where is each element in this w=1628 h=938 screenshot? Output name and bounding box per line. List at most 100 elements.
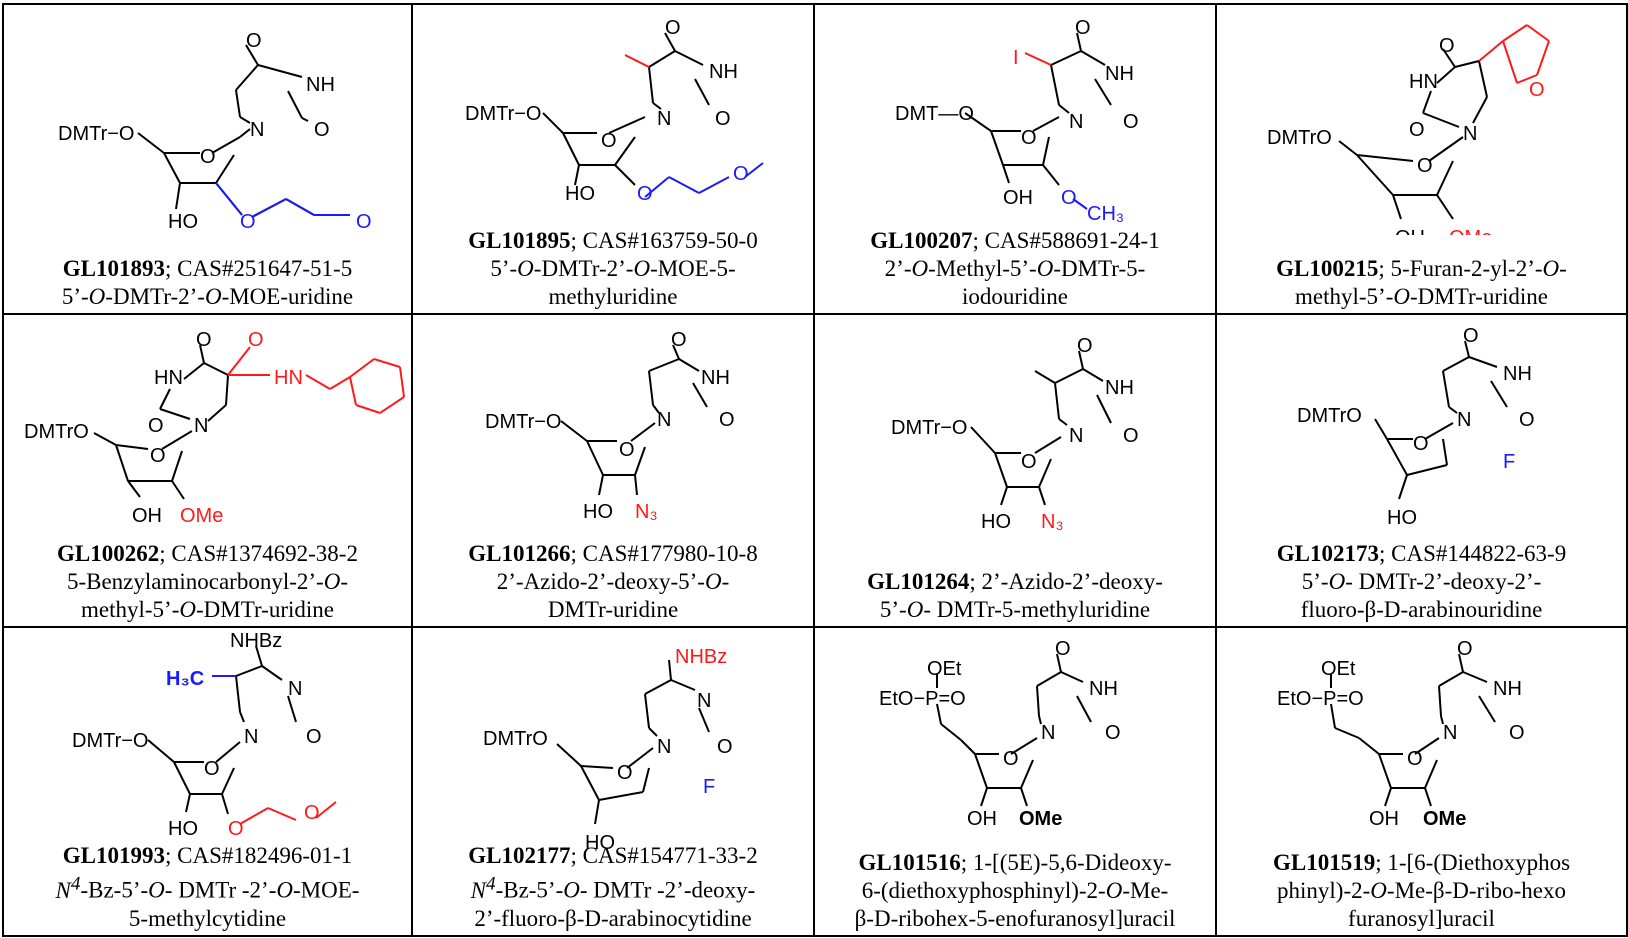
atom-label: NH xyxy=(306,74,335,96)
bond xyxy=(1428,136,1464,162)
atom-label: O xyxy=(228,818,244,840)
atom-label: HN xyxy=(274,367,303,389)
atom-label: O xyxy=(1417,155,1433,177)
atom-label: EtO−P=O xyxy=(879,688,966,710)
bond xyxy=(634,446,646,476)
compound-id: GL101519 xyxy=(1272,850,1376,875)
bond xyxy=(670,679,696,691)
compound-id: GL101993 xyxy=(62,843,166,869)
bond xyxy=(674,50,704,66)
bond xyxy=(171,450,183,482)
atom-label: HN xyxy=(1409,71,1438,93)
bond xyxy=(1454,60,1480,68)
bond xyxy=(1462,671,1488,683)
bond xyxy=(235,64,259,91)
bond-red xyxy=(329,376,351,390)
compound-caption: GL100215; 5-Furan-2-yl-2’-O-methyl-5’-O-… xyxy=(1217,255,1626,311)
bond xyxy=(221,767,235,795)
bond xyxy=(648,358,680,372)
bond xyxy=(1034,436,1062,454)
atom-label: O xyxy=(306,726,322,748)
atom-label: NH xyxy=(701,367,730,389)
atom-label: NH xyxy=(1105,63,1134,85)
bond xyxy=(1442,438,1448,466)
atom-label: N₃ xyxy=(1041,511,1064,533)
atom-label: NH xyxy=(1503,363,1532,385)
bond-red xyxy=(1502,40,1518,84)
bond xyxy=(1050,50,1082,66)
bond xyxy=(1356,154,1394,196)
bond-red xyxy=(373,358,401,368)
bond xyxy=(694,78,710,106)
bond xyxy=(115,444,129,482)
atom-label: OMe xyxy=(1423,808,1466,830)
atom-label: HO xyxy=(168,818,198,840)
bond xyxy=(614,164,636,186)
bond xyxy=(1438,671,1464,687)
bond xyxy=(698,707,710,733)
bond xyxy=(1054,368,1084,384)
bond xyxy=(1490,380,1508,408)
atom-label: OEt xyxy=(927,658,962,680)
atom-label: O xyxy=(733,163,749,185)
bond xyxy=(1080,50,1106,66)
bond xyxy=(211,136,241,154)
atom-label: DMTr−O xyxy=(465,103,541,125)
bond xyxy=(1050,64,1060,106)
atom-label: OH xyxy=(1395,227,1425,235)
bond xyxy=(1422,112,1460,128)
bond xyxy=(936,703,942,725)
atom-label: O xyxy=(246,30,262,52)
bond xyxy=(185,793,191,813)
bond xyxy=(1440,715,1444,725)
bond-red xyxy=(1502,24,1528,42)
bond-blue xyxy=(251,198,287,218)
atom-label: HO xyxy=(168,211,198,233)
bond xyxy=(652,102,662,110)
bond xyxy=(648,727,658,737)
bond xyxy=(1056,653,1062,673)
bond xyxy=(1448,406,1458,414)
bond xyxy=(239,116,251,124)
atom-label: F xyxy=(1503,451,1515,473)
bond xyxy=(1058,418,1068,426)
bond xyxy=(1386,438,1408,476)
bond xyxy=(239,711,245,723)
bond-red xyxy=(1536,40,1550,76)
atom-label: N xyxy=(1041,722,1055,744)
bond xyxy=(1020,787,1028,807)
atom-label: O xyxy=(1409,119,1425,141)
bond xyxy=(556,743,582,767)
bond xyxy=(1406,464,1448,476)
bond-blue xyxy=(215,182,243,216)
bond xyxy=(1374,418,1388,440)
atom-label: N xyxy=(1069,111,1083,133)
bond xyxy=(301,117,309,122)
bond xyxy=(1338,140,1358,156)
atom-label: DMTr−O xyxy=(485,411,561,433)
bond xyxy=(1436,66,1456,84)
bond xyxy=(648,370,654,406)
compound-id: GL100207 xyxy=(870,228,973,253)
bond-red xyxy=(267,807,297,821)
bond-red xyxy=(355,404,381,414)
bond xyxy=(245,44,259,66)
atom-label: O xyxy=(1055,638,1071,660)
bond xyxy=(1378,753,1392,789)
bond-red xyxy=(305,374,331,390)
